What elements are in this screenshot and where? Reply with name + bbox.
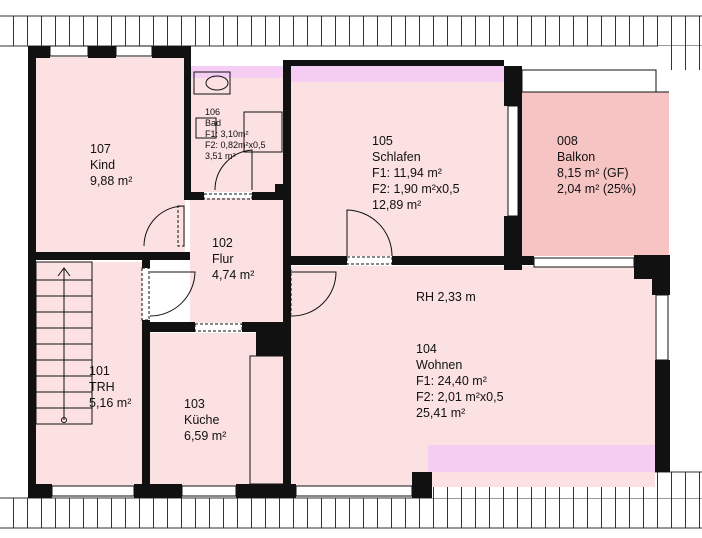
toilet-bowl-icon [205,75,229,91]
bath-fixtures [193,71,283,153]
room-label-balkon: 008 Balkon 8,15 m² (GF) 2,04 m² (25%) [557,133,636,197]
room-area: 6,59 m² [184,429,227,443]
room-name: Küche [184,413,220,427]
room-label-bad: 106 Bad F1: 3,10m² F2: 0,82m²x0,5 3,51 m… [205,107,266,162]
room-area-f2: F2: 1,90 m²x0,5 [372,182,460,196]
room-area: 5,16 m² [89,396,132,410]
room-area-pct: 2,04 m² (25%) [557,182,637,196]
roof-hatch-top [0,15,702,70]
room-height-label: RH 2,33 m [416,290,476,304]
room-area-gf: 8,15 m² (GF) [557,166,629,180]
toilet-icon [193,71,231,95]
room-number: 106 [205,107,221,117]
room-number: 008 [557,134,578,148]
kitchen-counter [249,337,285,485]
room-number: 103 [184,397,205,411]
windows [49,45,669,497]
doors [141,149,393,332]
room-fills [35,57,669,487]
room-number: 107 [90,142,111,156]
room-area-f1: F1: 24,40 m² [416,374,487,388]
room-name: Flur [212,252,234,266]
room-label-trh: 101 TRH 5,16 m² [89,363,131,411]
room-area-total: 25,41 m² [416,406,466,420]
room-area-total: 12,89 m² [372,198,422,212]
room-fill-kueche [149,333,286,487]
room-number: 104 [416,342,437,356]
room-name: Schlafen [372,150,421,164]
room-fill-bad-sliver [190,66,285,78]
room-fill-trh [35,262,142,487]
walls [28,46,670,498]
room-label-flur: 102 Flur 4,74 m² [212,235,254,283]
room-area-total: 3,51 m² [205,151,236,161]
room-fill-flur [190,198,285,323]
room-area-f1: F1: 3,10m² [205,129,249,139]
room-label-kueche: 103 Küche 6,59 m² [184,396,226,444]
room-fill-balkon [522,92,669,256]
sink-icon [195,117,217,139]
room-fill-kind [35,57,185,256]
room-number: 102 [212,236,233,250]
room-fill-schlafen-sliver [290,66,508,82]
room-area-f1: F1: 11,94 m² [372,166,442,180]
room-fill-wohnen-sliver [428,445,655,472]
room-area-f2: F2: 2,01 m²x0,5 [416,390,504,404]
shower-icon [243,111,283,153]
room-label-schlafen: 105 Schlafen F1: 11,94 m² F2: 1,90 m²x0,… [372,133,460,213]
room-label-wohnen: 104 Wohnen F1: 24,40 m² F2: 2,01 m²x0,5 … [416,341,504,421]
room-number: 105 [372,134,393,148]
room-name: Bad [205,118,222,128]
room-area: 9,88 m² [90,174,133,188]
room-name: TRH [89,380,115,394]
room-area-f2: F2: 0,82m²x0,5 [205,140,266,150]
room-fill-bad [190,66,285,192]
room-number: 101 [89,364,110,378]
room-fill-schlafen [290,66,508,256]
room-name: Balkon [557,150,596,164]
room-name: Wohnen [416,358,463,372]
room-area: 4,74 m² [212,268,255,282]
room-name: Kind [90,158,116,172]
staircase [35,261,93,425]
room-label-kind: 107 Kind 9,88 m² [90,141,132,189]
